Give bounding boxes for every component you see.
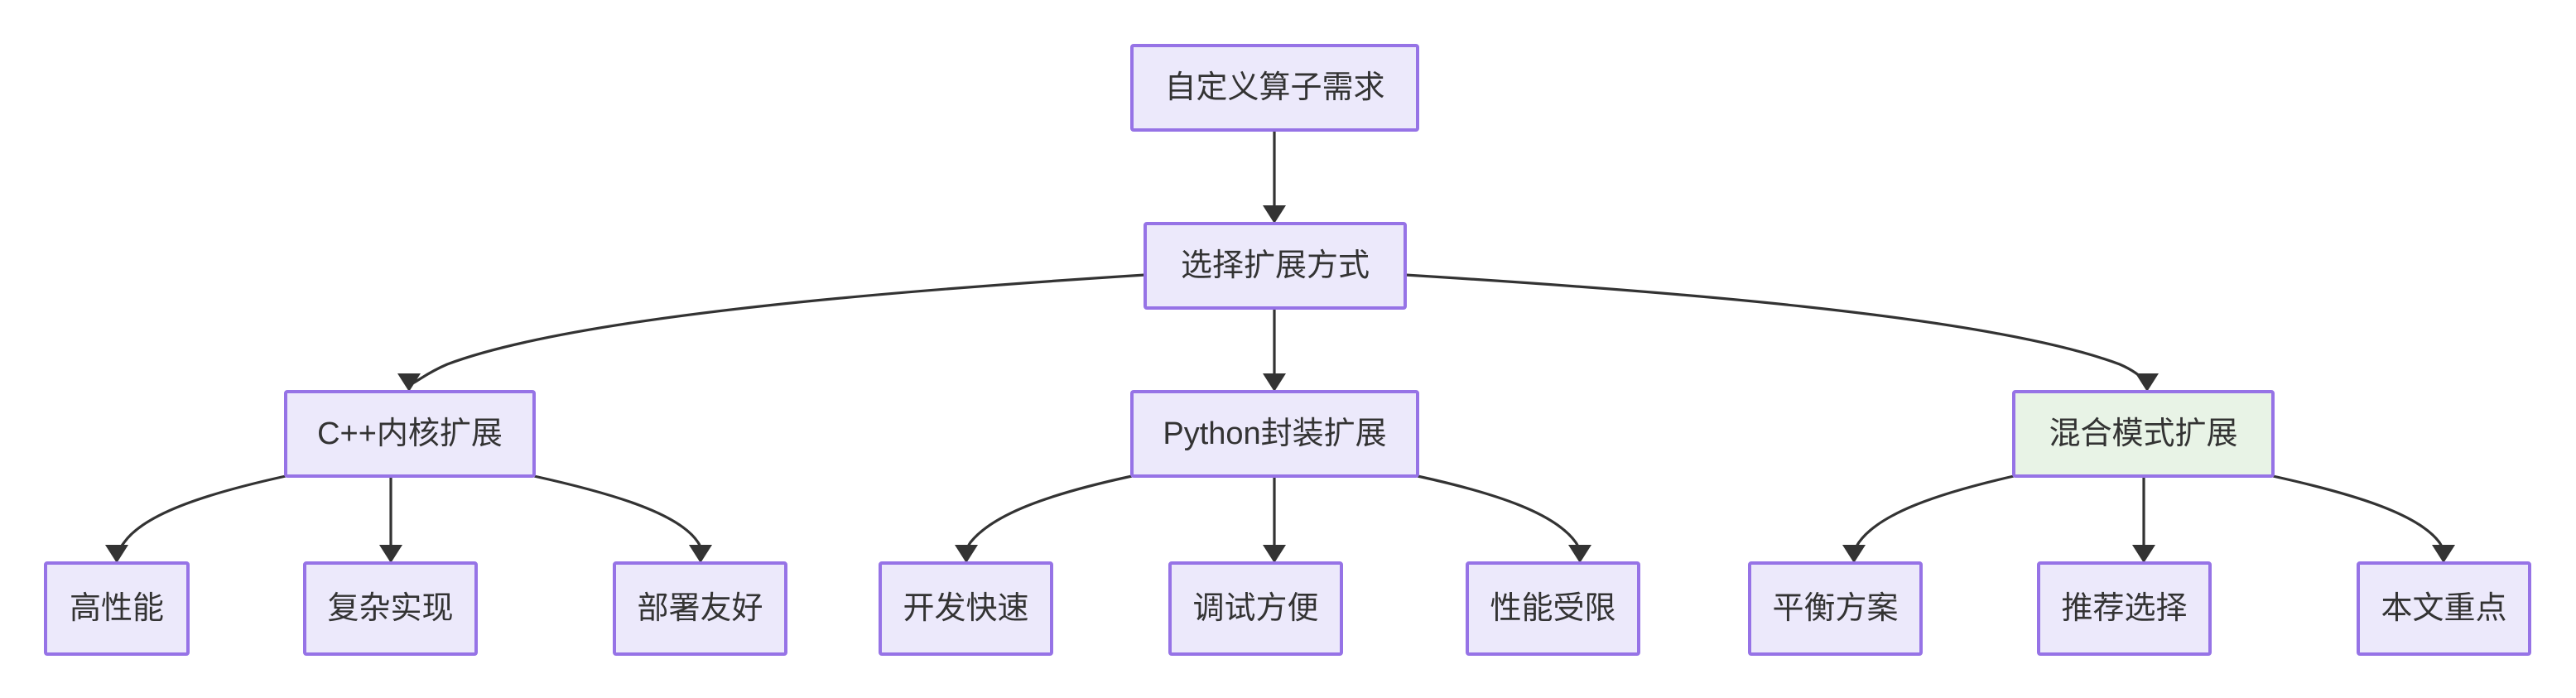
node-box[interactable]: [44, 561, 190, 656]
node-label: 本文重点: [2381, 591, 2506, 626]
node-label: 混合模式扩展: [2049, 416, 2237, 451]
node-label: 调试方便: [1192, 591, 1318, 626]
edge-n_choose-to-n_hybrid: [1404, 273, 2159, 392]
node-label: 高性能: [70, 591, 164, 626]
arrow-head-icon: [2132, 545, 2155, 563]
node-label: 自定义算子需求: [1164, 70, 1384, 105]
node-box[interactable]: [1168, 561, 1343, 656]
edge-n_py-to-n_fast: [955, 474, 1133, 563]
node-box[interactable]: [284, 390, 536, 478]
arrow-head-icon: [1263, 205, 1286, 224]
node-n_perf[interactable]: 高性能: [44, 561, 190, 656]
edge-n_hybrid-to-n_recommend: [2132, 476, 2155, 563]
node-box[interactable]: [1748, 561, 1923, 656]
arrow-head-icon: [397, 373, 421, 392]
node-box[interactable]: [2037, 561, 2212, 656]
edge-n_cpp-to-n_perf: [105, 474, 286, 563]
node-n_root[interactable]: 自定义算子需求: [1130, 44, 1419, 132]
arrow-head-icon: [955, 545, 978, 563]
node-n_recommend[interactable]: 推荐选择: [2037, 561, 2212, 656]
edge-line: [965, 474, 1133, 555]
arrow-head-icon: [2135, 373, 2159, 392]
node-label: 推荐选择: [2061, 591, 2187, 626]
node-box[interactable]: [1466, 561, 1640, 656]
node-n_debug[interactable]: 调试方便: [1168, 561, 1343, 656]
edge-line: [1404, 273, 2149, 385]
node-n_choose[interactable]: 选择扩展方式: [1144, 222, 1407, 310]
edge-n_root-to-n_choose: [1263, 130, 1286, 224]
edge-n_py-to-n_debug: [1263, 476, 1286, 563]
edge-n_cpp-to-n_deploy: [533, 474, 712, 563]
node-n_hybrid[interactable]: 混合模式扩展: [2012, 390, 2275, 478]
node-label: 性能受限: [1490, 591, 1615, 626]
arrow-head-icon: [105, 545, 128, 563]
edge-n_choose-to-n_cpp: [397, 273, 1146, 392]
node-label: 平衡方案: [1772, 591, 1898, 626]
node-box[interactable]: [1144, 222, 1407, 310]
node-n_limit[interactable]: 性能受限: [1466, 561, 1640, 656]
edge-line: [115, 474, 286, 555]
node-label: 复杂实现: [327, 591, 453, 626]
node-n_complex[interactable]: 复杂实现: [303, 561, 478, 656]
node-box[interactable]: [879, 561, 1053, 656]
edge-line: [1417, 474, 1582, 555]
node-box[interactable]: [2012, 390, 2275, 478]
edge-line: [1852, 474, 2015, 555]
node-n_focus[interactable]: 本文重点: [2357, 561, 2531, 656]
edge-line: [533, 474, 703, 555]
node-box[interactable]: [613, 561, 787, 656]
arrow-head-icon: [1263, 545, 1286, 563]
arrow-head-icon: [1263, 373, 1286, 392]
edge-n_cpp-to-n_complex: [379, 476, 402, 563]
node-label: 开发快速: [903, 591, 1028, 626]
node-label: Python封装扩展: [1163, 416, 1386, 451]
edge-line: [407, 273, 1146, 386]
arrow-head-icon: [2432, 545, 2455, 563]
arrow-head-icon: [1842, 545, 1866, 563]
edge-n_choose-to-n_py: [1263, 308, 1286, 392]
node-n_deploy[interactable]: 部署友好: [613, 561, 787, 656]
node-n_balance[interactable]: 平衡方案: [1748, 561, 1923, 656]
node-box[interactable]: [2357, 561, 2531, 656]
node-box[interactable]: [1130, 390, 1419, 478]
arrow-head-icon: [1568, 545, 1591, 563]
arrow-head-icon: [689, 545, 712, 563]
node-n_fast[interactable]: 开发快速: [879, 561, 1053, 656]
node-n_cpp[interactable]: C++内核扩展: [284, 390, 536, 478]
node-box[interactable]: [1130, 44, 1419, 132]
edge-n_hybrid-to-n_focus: [2272, 474, 2455, 563]
node-label: 选择扩展方式: [1181, 248, 1370, 283]
edges-layer: [105, 130, 2455, 563]
arrow-head-icon: [379, 545, 402, 563]
node-label: C++内核扩展: [317, 416, 503, 451]
edge-n_py-to-n_limit: [1417, 474, 1591, 563]
node-box[interactable]: [303, 561, 478, 656]
edge-n_hybrid-to-n_balance: [1842, 474, 2015, 563]
node-label: 部署友好: [637, 591, 763, 626]
node-n_py[interactable]: Python封装扩展: [1130, 390, 1419, 478]
edge-line: [2272, 474, 2445, 555]
